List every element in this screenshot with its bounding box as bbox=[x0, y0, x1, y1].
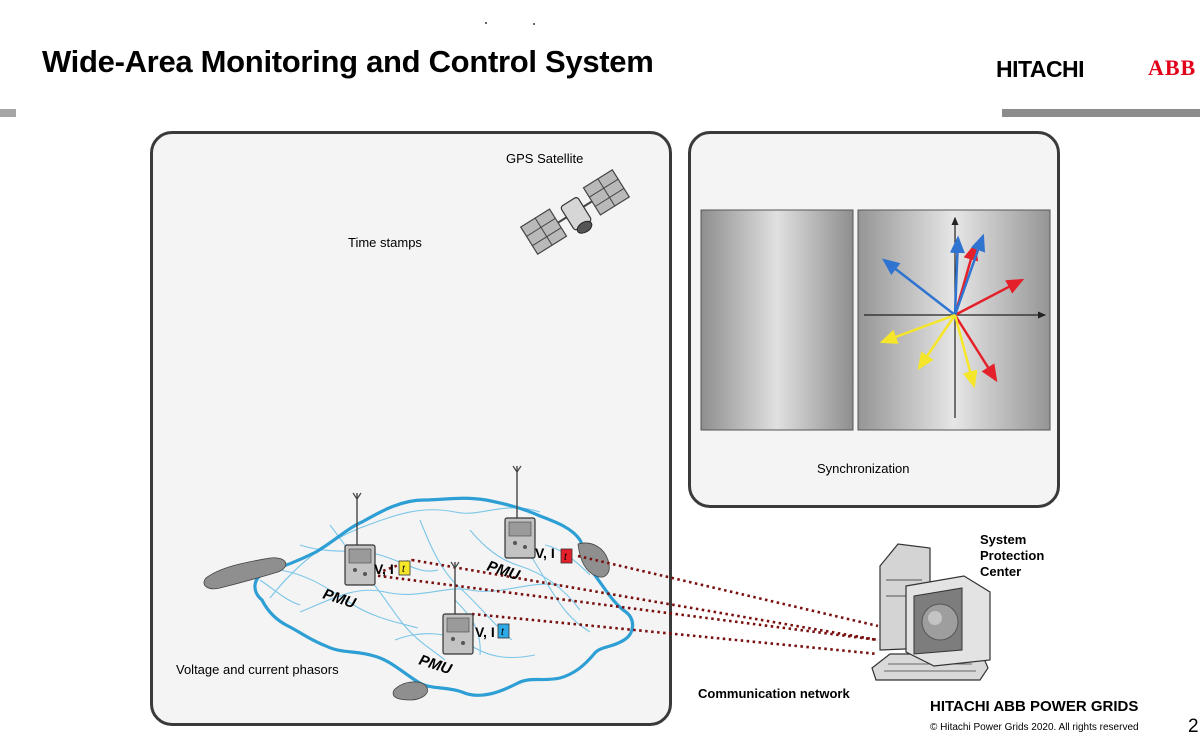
center-label-line1: System bbox=[980, 532, 1027, 547]
communication-network-label: Communication network bbox=[698, 686, 850, 701]
page-number: 2 bbox=[1188, 716, 1199, 737]
pmu-device-icon bbox=[344, 492, 376, 586]
abb-logo: ABB bbox=[1148, 55, 1197, 80]
satellite-icon bbox=[519, 168, 631, 256]
slide-title: Wide-Area Monitoring and Control System bbox=[42, 44, 654, 79]
header-bar-right bbox=[1002, 109, 1200, 117]
decor-dot bbox=[485, 22, 487, 24]
vi-label: V, I bbox=[374, 561, 394, 577]
synchronization-label: Synchronization bbox=[817, 461, 910, 476]
t-tag-label: t bbox=[564, 552, 568, 563]
t-tag-label: t bbox=[402, 564, 406, 575]
pmu-label: PMU bbox=[417, 652, 455, 679]
vi-label: V, I bbox=[475, 624, 495, 640]
decor-dot bbox=[533, 23, 535, 25]
pmu-label: PMU bbox=[321, 586, 359, 613]
center-label-line3: Center bbox=[980, 564, 1022, 579]
hitachi-logo: HITACHI bbox=[996, 56, 1085, 82]
copyright: © Hitachi Power Grids 2020. All rights r… bbox=[930, 722, 1139, 733]
pmu-device-icon bbox=[504, 465, 536, 559]
footer-brand: HITACHI ABB POWER GRIDS bbox=[930, 698, 1139, 715]
header-bar-left bbox=[0, 109, 16, 117]
phasors-label: Voltage and current phasors bbox=[176, 662, 339, 677]
center-label-line2: Protection bbox=[980, 548, 1045, 563]
vi-label: V, I bbox=[535, 545, 555, 561]
gps-satellite-label: GPS Satellite bbox=[506, 151, 584, 166]
pmu-label: PMU bbox=[485, 558, 523, 585]
time-stamps-label: Time stamps bbox=[348, 235, 422, 250]
pmu-device-icon bbox=[442, 561, 474, 655]
t-tag-label: t bbox=[501, 627, 505, 638]
computer-icon bbox=[871, 543, 991, 681]
